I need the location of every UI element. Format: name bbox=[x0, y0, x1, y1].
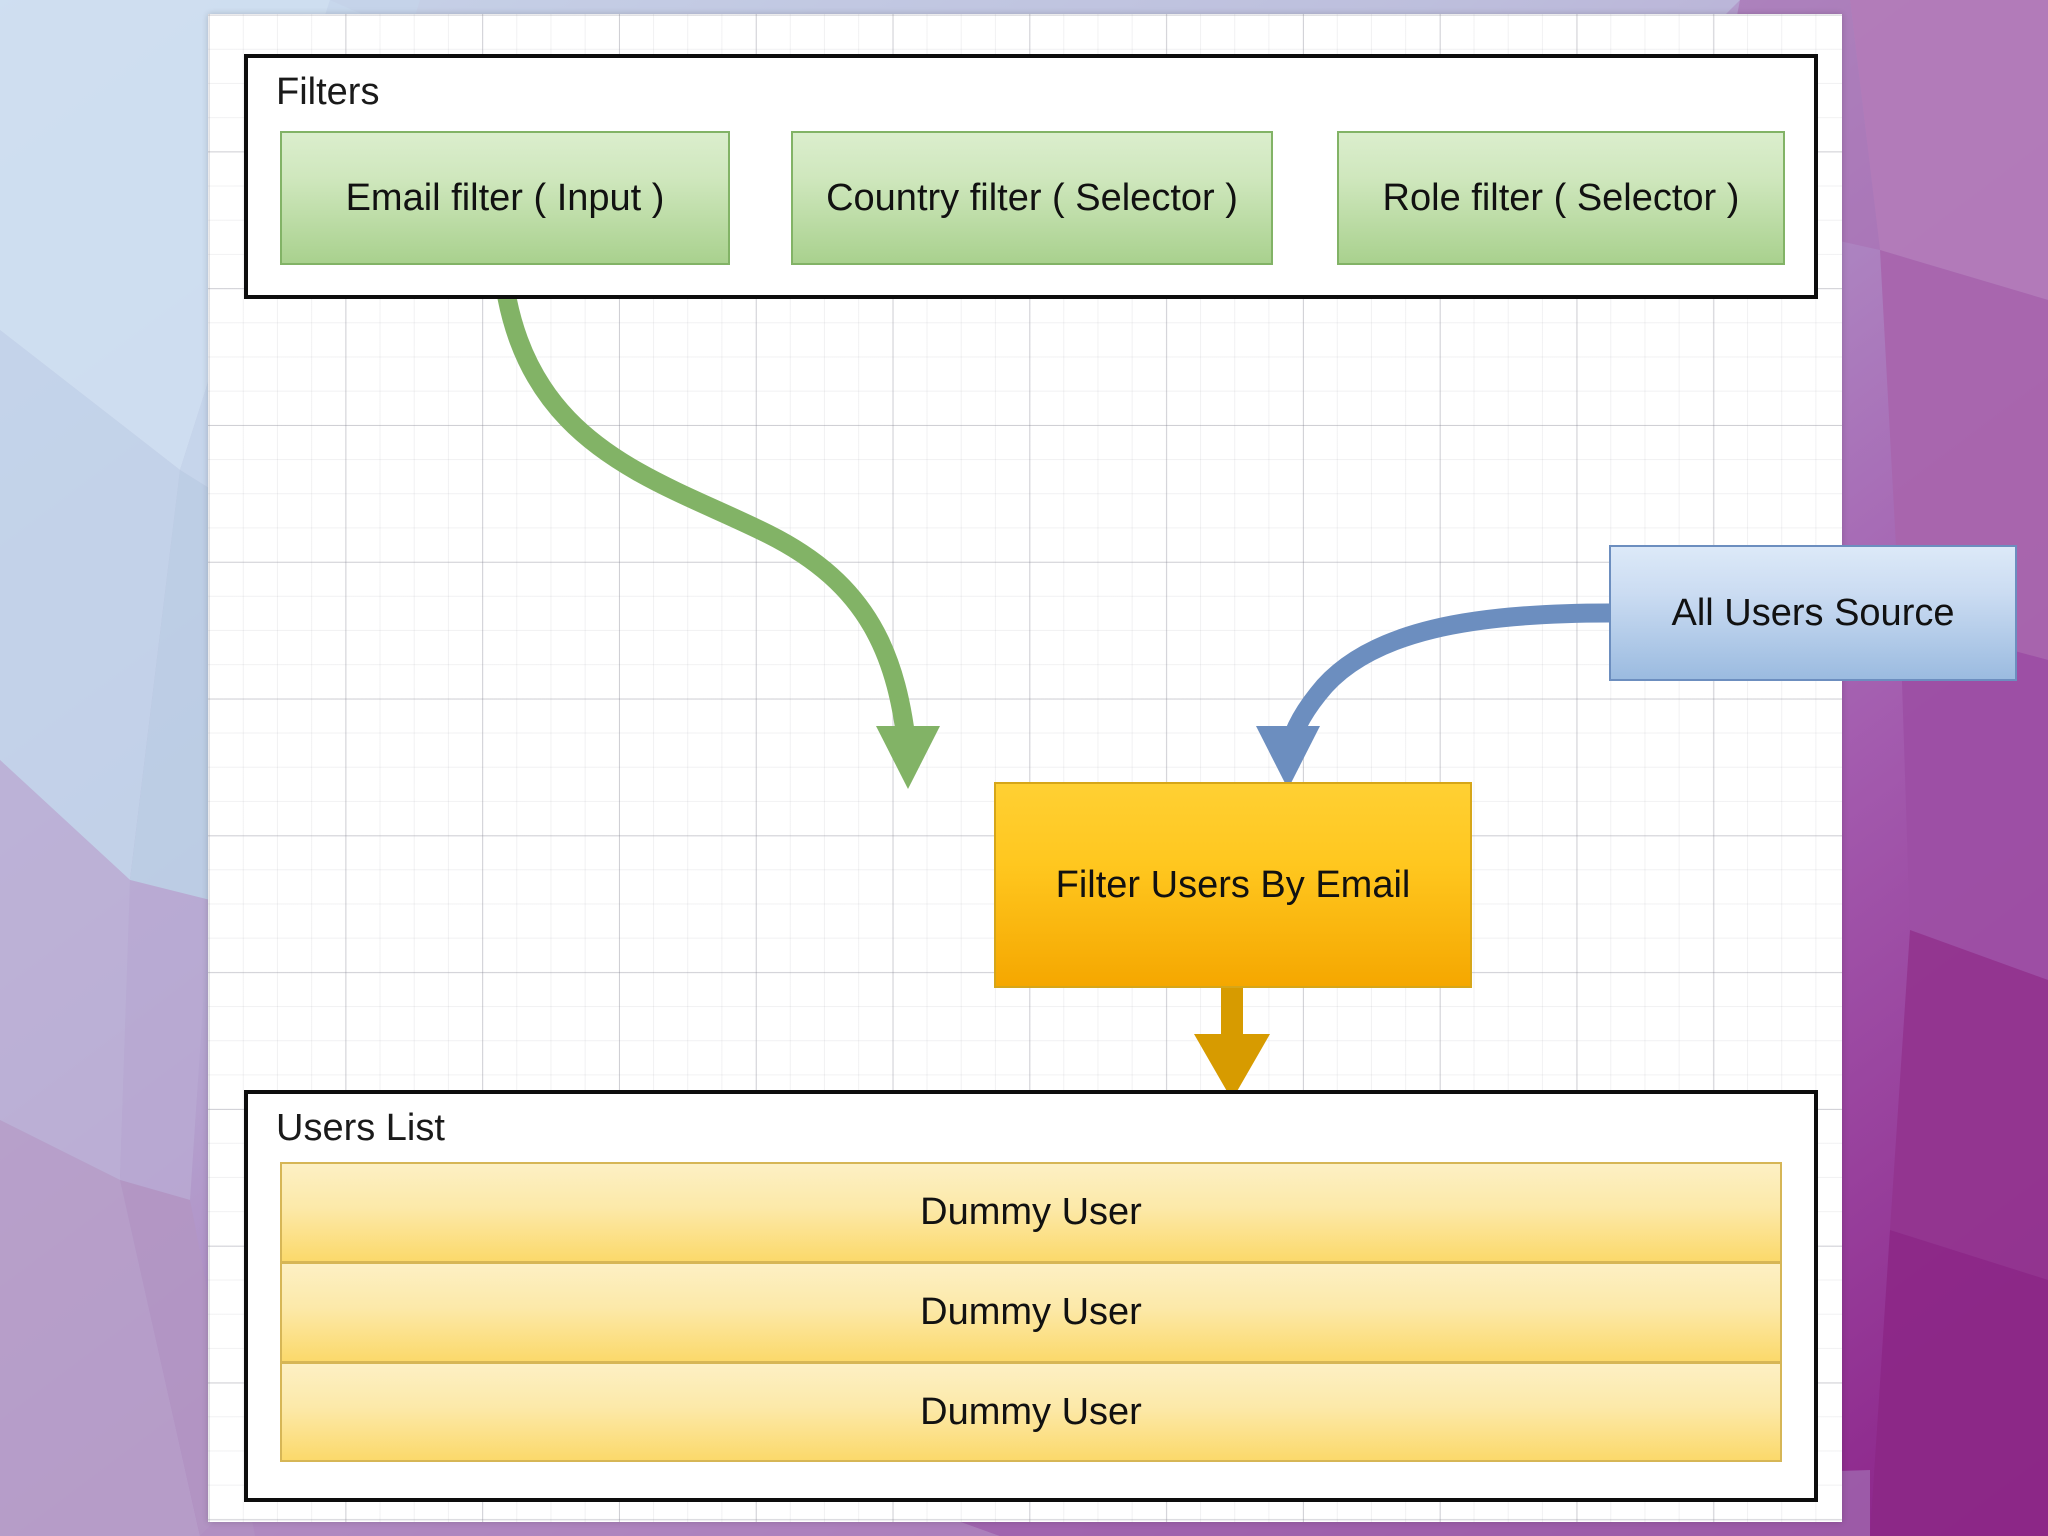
list-item[interactable]: Dummy User bbox=[280, 1162, 1782, 1262]
node-filter-users-by-email-label: Filter Users By Email bbox=[1055, 863, 1411, 906]
node-all-users-source-label: All Users Source bbox=[1671, 591, 1955, 634]
edge-email-to-filter-arrow bbox=[490, 220, 940, 789]
node-email-filter[interactable]: Email filter ( Input ) bbox=[280, 131, 730, 265]
node-country-filter[interactable]: Country filter ( Selector ) bbox=[791, 131, 1273, 265]
group-users-list-title: Users List bbox=[276, 1107, 445, 1149]
node-role-filter-label: Role filter ( Selector ) bbox=[1382, 176, 1740, 219]
node-country-filter-label: Country filter ( Selector ) bbox=[826, 176, 1238, 219]
list-item-label: Dummy User bbox=[920, 1291, 1142, 1333]
list-item[interactable]: Dummy User bbox=[280, 1362, 1782, 1462]
diagram-canvas[interactable]: Filters Email filter ( Input ) Country f… bbox=[208, 14, 2017, 1522]
list-item[interactable]: Dummy User bbox=[280, 1262, 1782, 1362]
group-filters-title: Filters bbox=[276, 71, 380, 113]
node-email-filter-label: Email filter ( Input ) bbox=[345, 176, 665, 219]
edge-filter-to-list-arrow bbox=[1194, 988, 1270, 1100]
node-role-filter[interactable]: Role filter ( Selector ) bbox=[1337, 131, 1785, 265]
users-list-rows: Dummy User Dummy User Dummy User bbox=[280, 1162, 1782, 1462]
edge-source-to-filter-arrow bbox=[1256, 603, 1610, 789]
group-users-list[interactable]: Users List Dummy User Dummy User Dummy U… bbox=[244, 1090, 1818, 1502]
list-item-label: Dummy User bbox=[920, 1191, 1142, 1233]
node-all-users-source[interactable]: All Users Source bbox=[1609, 545, 2017, 681]
node-filter-users-by-email[interactable]: Filter Users By Email bbox=[994, 782, 1472, 988]
group-filters[interactable]: Filters Email filter ( Input ) Country f… bbox=[244, 54, 1818, 299]
list-item-label: Dummy User bbox=[920, 1390, 1142, 1433]
